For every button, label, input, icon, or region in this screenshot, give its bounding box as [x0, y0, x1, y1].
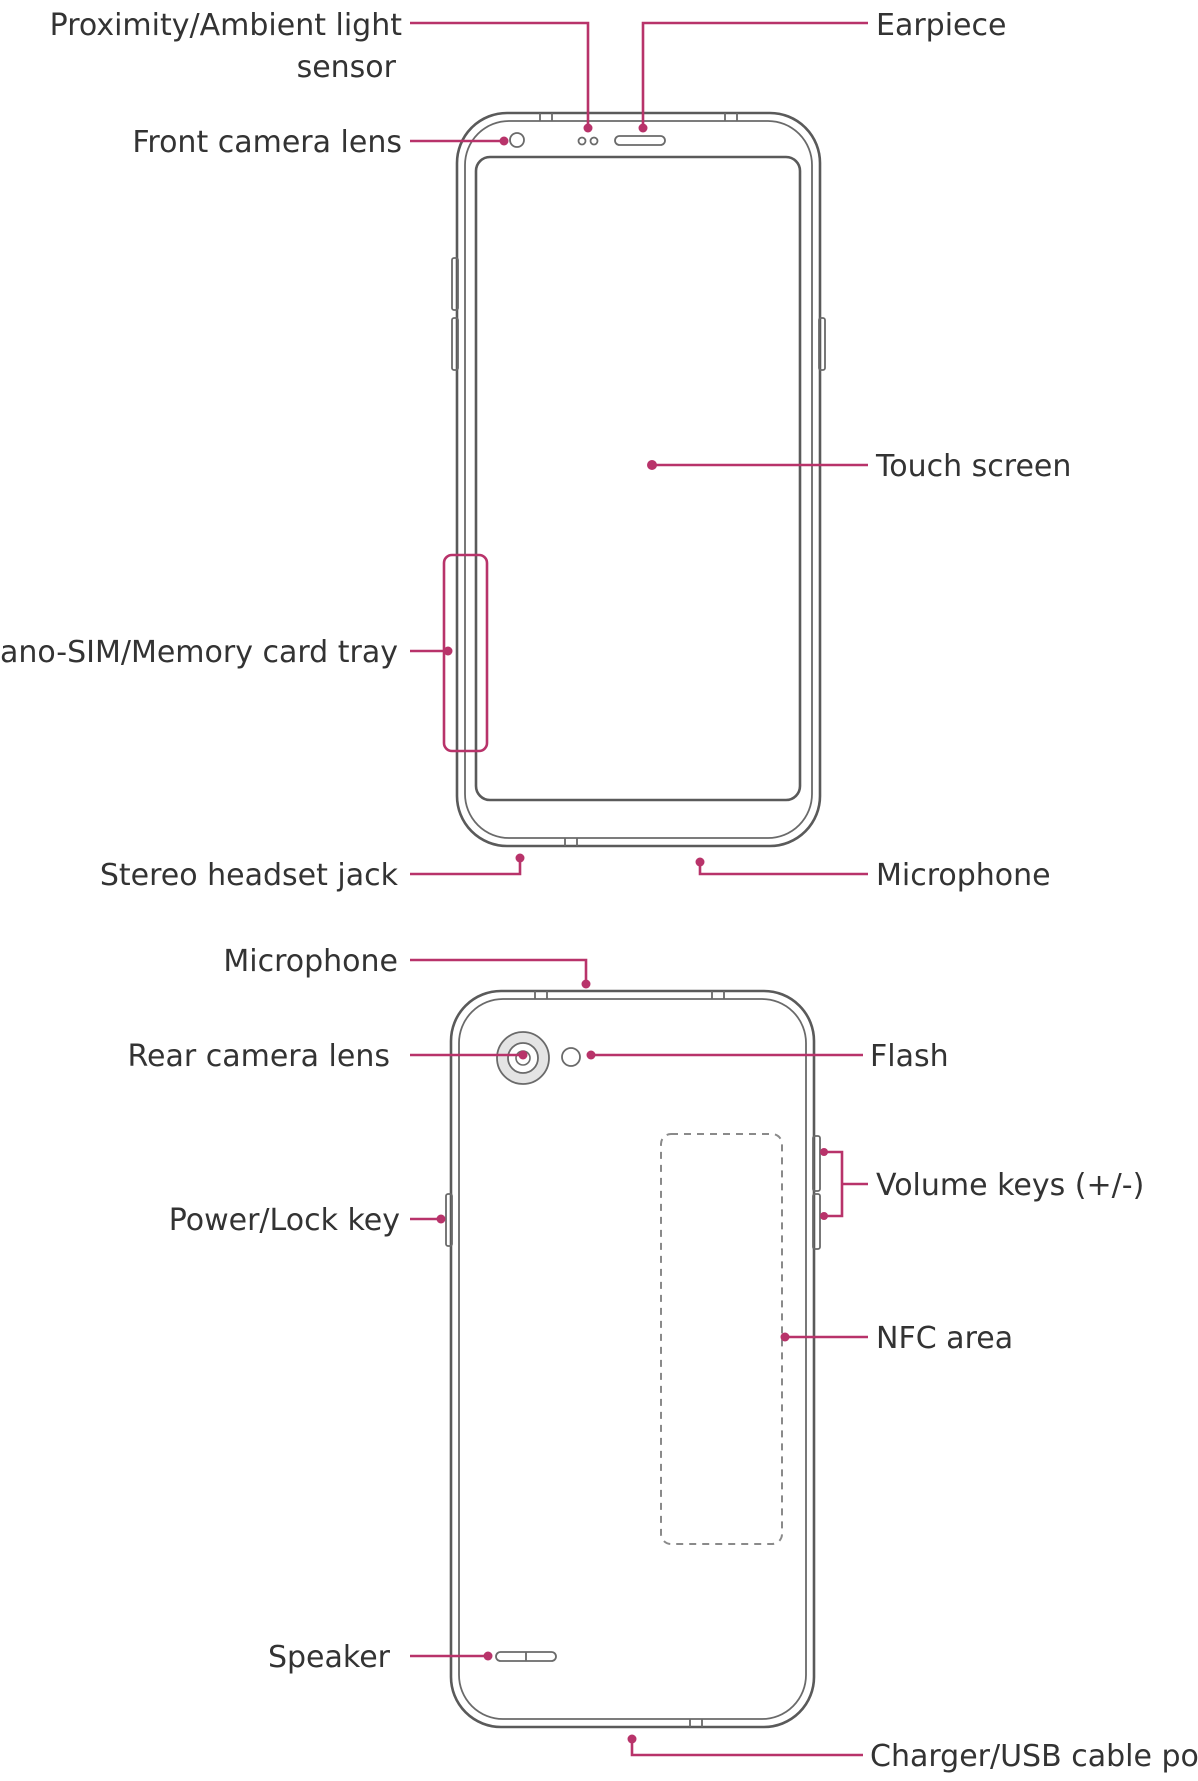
back-view	[410, 958, 868, 1757]
label-microphone-bottom: Microphone	[876, 858, 1051, 893]
front-left-key-2	[451, 317, 459, 371]
label-flash: Flash	[870, 1039, 949, 1074]
earpiece-grille-icon	[614, 135, 666, 146]
power-lock-key	[445, 1193, 453, 1247]
label-nfc-area: NFC area	[876, 1321, 1013, 1356]
proximity-sensor-icon	[577, 136, 587, 146]
label-power-key: Power/Lock key	[169, 1203, 400, 1238]
flash-icon	[561, 1047, 581, 1067]
label-proximity-line1: Proximity/Ambient light	[50, 8, 403, 43]
label-proximity-line2: sensor	[297, 50, 397, 85]
label-front-camera: Front camera lens	[132, 125, 402, 160]
label-microphone-top: Microphone	[223, 944, 398, 979]
back-phone-bezel	[458, 998, 807, 1720]
label-earpiece: Earpiece	[876, 8, 1006, 43]
front-phone-body	[455, 111, 822, 848]
label-speaker: Speaker	[268, 1640, 391, 1675]
label-touch-screen: Touch screen	[875, 449, 1071, 484]
label-volume-keys: Volume keys (+/-)	[876, 1168, 1144, 1203]
back-phone-body	[449, 989, 816, 1729]
nfc-area-outline	[660, 1133, 783, 1545]
ambient-light-sensor-icon	[589, 136, 599, 146]
front-right-key	[818, 317, 826, 371]
volume-up-key	[812, 1135, 821, 1192]
front-left-key-1	[451, 257, 459, 311]
front-camera-lens-icon	[509, 132, 525, 148]
label-charger-port: Charger/USB cable port	[870, 1739, 1198, 1774]
front-labels: Proximity/Ambient light sensor Earpiece …	[0, 8, 1071, 893]
touch-screen-area	[474, 155, 802, 802]
front-view	[410, 21, 868, 876]
volume-down-key	[812, 1193, 821, 1250]
back-labels: Microphone Rear camera lens Flash Volume…	[128, 944, 1198, 1774]
label-rear-camera: Rear camera lens	[128, 1039, 390, 1074]
front-phone-bezel	[464, 120, 813, 839]
label-sim-tray: Nano-SIM/Memory card tray	[0, 635, 398, 670]
label-headset-jack: Stereo headset jack	[100, 858, 399, 893]
